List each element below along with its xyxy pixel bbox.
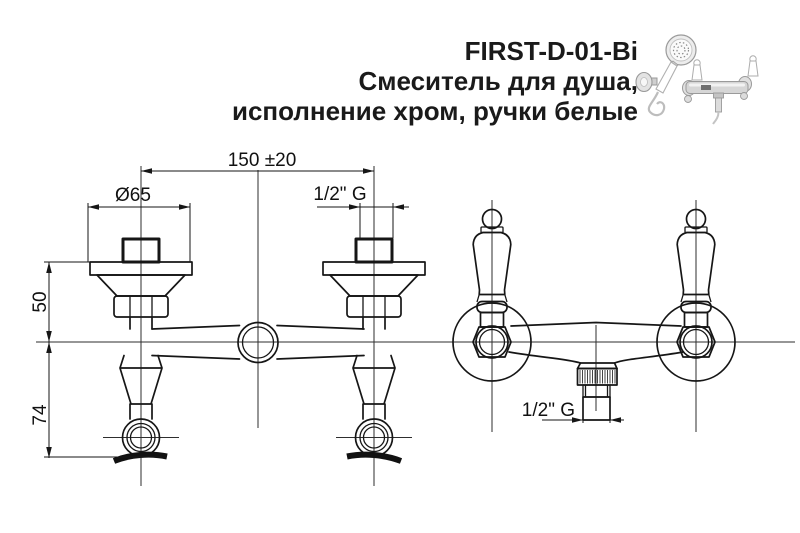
shower-outlet (576, 362, 618, 421)
product-description-line1: Смеситель для душа, (358, 66, 638, 96)
product-photo (635, 34, 759, 125)
dim-outlet-label: 1/2" G (522, 400, 575, 421)
hand-shower-icon (647, 34, 697, 117)
dim-flange-label: Ø65 (115, 185, 151, 206)
dim-height-74-label: 74 (30, 404, 51, 426)
front-view-drawing (452, 208, 736, 421)
dim-thread-label: 1/2" G (313, 184, 366, 205)
plan-view-drawing (89, 237, 426, 464)
product-description-line2: исполнение хром, ручки белые (231, 96, 638, 126)
dimensions: 150 ±20 Ø65 1/2" G 50 74 1/2" G (30, 150, 624, 458)
right-handle (676, 208, 716, 328)
dim-width-label: 150 ±20 (228, 150, 297, 171)
dim-height-50-label: 50 (30, 291, 51, 312)
mixer-photo-icon (682, 55, 759, 125)
title-block: FIRST-D-01-Bi Смеситель для душа, исполн… (232, 36, 638, 126)
left-handle (472, 208, 512, 328)
product-model: FIRST-D-01-Bi (464, 36, 638, 66)
